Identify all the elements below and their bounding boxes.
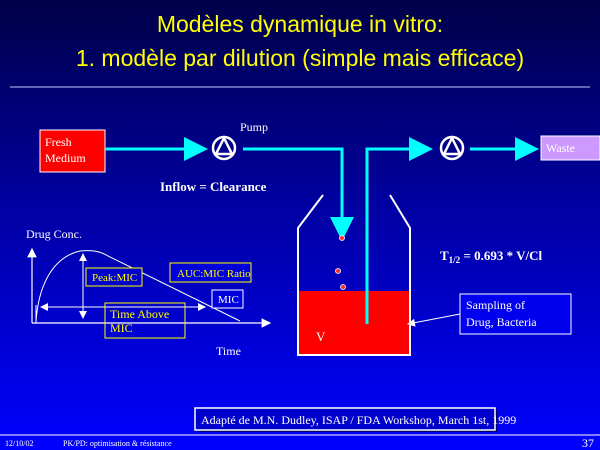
svg-text:Waste: Waste [546, 141, 575, 155]
svg-text:MIC: MIC [110, 321, 133, 335]
svg-text:AUC:MIC Ratio: AUC:MIC Ratio [177, 268, 251, 280]
pk-graph [27, 247, 272, 328]
svg-text:Sampling of: Sampling of [466, 298, 525, 312]
footer-date: 12/10/02 [5, 439, 33, 448]
footer-subject: PK/PD: optimisation & résistance [63, 439, 172, 448]
waste-box: Waste [540, 135, 600, 161]
page-number: 37 [582, 436, 594, 450]
svg-text:Drug, Bacteria: Drug, Bacteria [466, 315, 537, 329]
pump-label: Pump [240, 120, 268, 134]
fresh-medium-box: Fresh Medium [39, 129, 106, 173]
svg-text:MIC: MIC [218, 294, 239, 306]
drops [335, 235, 346, 290]
half-life-formula: T1/2 = 0.693 * V/Cl [440, 248, 542, 265]
volume-label: V [316, 329, 326, 344]
sampling-box: Sampling of Drug, Bacteria [459, 293, 572, 335]
graph-y-label: Drug Conc. [26, 227, 82, 241]
pump-icon [439, 135, 465, 161]
time-above-mic-box: Time Above MIC [104, 302, 186, 339]
slide-title-line2: 1. modèle par dilution (simple mais effi… [76, 45, 524, 71]
svg-text:Fresh: Fresh [45, 135, 72, 149]
mic-box: MIC [211, 289, 244, 309]
auc-mic-box: AUC:MIC Ratio [169, 262, 252, 283]
graph-x-label: Time [216, 344, 241, 358]
svg-text:Time Above: Time Above [110, 307, 169, 321]
svg-text:Adapté de M.N. Dudley, ISAP /: Adapté de M.N. Dudley, ISAP / FDA Worksh… [201, 413, 516, 427]
svg-text:Medium: Medium [45, 151, 86, 165]
concentration-curve [35, 250, 241, 323]
sampling-pointer [407, 313, 461, 327]
slide-title-line1: Modèles dynamique in vitro: [157, 11, 443, 37]
pipes [105, 137, 539, 324]
svg-text:Peak:MIC: Peak:MIC [92, 272, 137, 284]
peak-mic-box: Peak:MIC [85, 267, 143, 287]
pump-icon [211, 135, 237, 161]
citation-box: Adapté de M.N. Dudley, ISAP / FDA Worksh… [194, 407, 516, 432]
inflow-clearance-label: Inflow = Clearance [160, 179, 267, 194]
culture-vessel [297, 194, 411, 356]
